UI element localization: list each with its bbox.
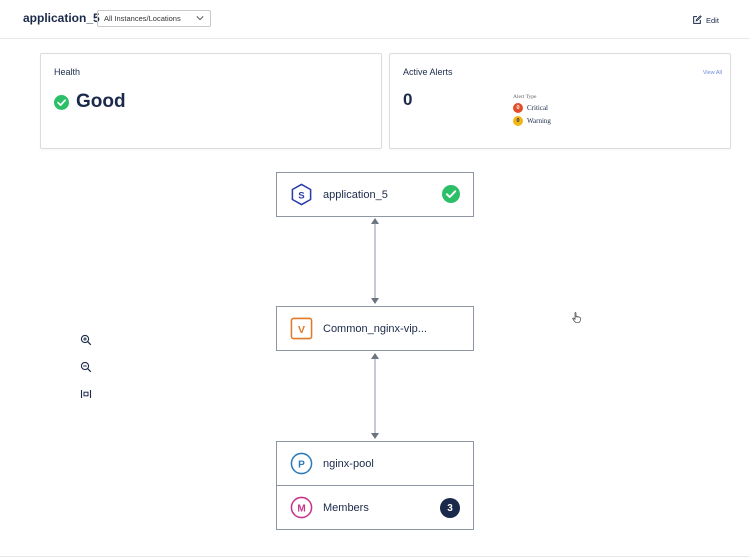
- virtual-server-node-label: Common_nginx-vip...: [323, 322, 427, 335]
- check-circle-icon: [442, 185, 460, 203]
- warning-count-badge: 0: [513, 116, 523, 126]
- critical-label: Critical: [527, 104, 548, 112]
- chevron-down-icon: [196, 16, 204, 21]
- health-card: Health Good: [40, 53, 382, 149]
- critical-count-badge: 0: [513, 103, 523, 113]
- legend-item-warning: 0 Warning: [513, 116, 551, 126]
- health-card-title: Health: [54, 67, 81, 77]
- pool-node-label: nginx-pool: [323, 457, 374, 470]
- pool-node[interactable]: P nginx-pool: [276, 441, 474, 486]
- connector-arrow: [371, 218, 379, 304]
- svg-text:S: S: [298, 190, 305, 201]
- members-count-badge: 3: [440, 498, 460, 518]
- check-circle-icon: [54, 94, 69, 110]
- svg-text:P: P: [298, 459, 305, 470]
- active-alerts-card: Active Alerts View All 0 Alert Type 0 Cr…: [389, 53, 731, 149]
- alert-type-title: Alert Type: [513, 94, 537, 100]
- zoom-out-icon[interactable]: [80, 361, 92, 373]
- zoom-in-icon[interactable]: [80, 334, 92, 346]
- page-title: application_5: [23, 11, 100, 25]
- members-node[interactable]: M Members 3: [276, 485, 474, 530]
- svg-text:V: V: [298, 324, 305, 336]
- edit-button[interactable]: Edit: [692, 13, 719, 27]
- health-status: Good: [54, 91, 126, 113]
- top-bar: application_5 All Instances/Locations Ed…: [0, 0, 750, 39]
- edit-icon: [693, 15, 702, 24]
- legend-item-critical: 0 Critical: [513, 103, 551, 113]
- bottom-divider: [0, 556, 750, 557]
- connector-arrow: [371, 353, 379, 439]
- square-v-icon: V: [290, 317, 313, 340]
- edit-label: Edit: [706, 15, 719, 25]
- hexagon-s-icon: S: [291, 183, 312, 206]
- view-all-link[interactable]: View All: [702, 70, 722, 76]
- health-status-text: Good: [76, 91, 126, 112]
- application-node-label: application_5: [323, 188, 388, 201]
- svg-text:M: M: [297, 503, 305, 514]
- hand-cursor-icon: [572, 312, 581, 323]
- circle-p-icon: P: [290, 452, 313, 475]
- warning-label: Warning: [527, 117, 551, 125]
- scope-select[interactable]: All Instances/Locations: [97, 10, 211, 27]
- alert-type-legend: Alert Type 0 Critical 0 Warning: [513, 94, 551, 129]
- members-node-label: Members: [323, 501, 369, 514]
- scope-select-value: All Instances/Locations: [104, 14, 181, 23]
- virtual-server-node[interactable]: V Common_nginx-vip...: [276, 306, 474, 351]
- fit-view-icon[interactable]: [80, 388, 92, 400]
- alerts-card-title: Active Alerts: [403, 67, 453, 77]
- alert-count: 0: [403, 90, 413, 109]
- application-node[interactable]: S application_5: [276, 172, 474, 217]
- members-count: 3: [447, 502, 453, 514]
- circle-m-icon: M: [290, 496, 313, 519]
